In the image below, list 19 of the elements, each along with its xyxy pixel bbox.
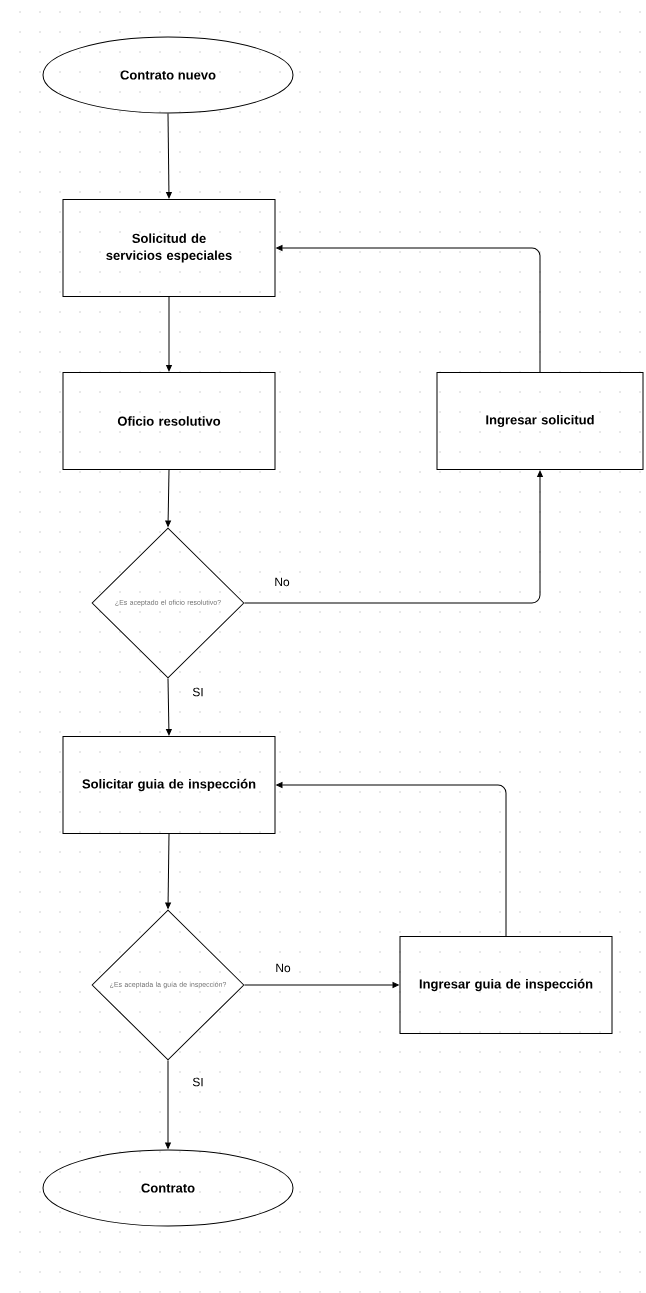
arrow (244, 470, 543, 604)
process-box: Ingresar guia de inspección (399, 936, 613, 1034)
edge-label: No (274, 962, 292, 974)
arrow (166, 113, 172, 199)
arrow (166, 296, 172, 372)
process-box: Ingresar solicitud (436, 372, 644, 470)
process-box: Solicitar guia de inspección (62, 736, 276, 834)
arrow (165, 833, 171, 909)
process-box: Oficio resolutivo (62, 372, 276, 470)
arrow (276, 245, 541, 373)
arrow (166, 678, 172, 736)
edge-label: SI (191, 686, 205, 698)
process-box: Solicitud de servicios especiales (62, 199, 276, 297)
arrow (244, 982, 399, 988)
arrow (165, 469, 171, 527)
arrow (276, 782, 507, 937)
arrow (165, 1060, 171, 1149)
edge-label: No (273, 576, 291, 588)
edge-label: SI (191, 1076, 205, 1088)
